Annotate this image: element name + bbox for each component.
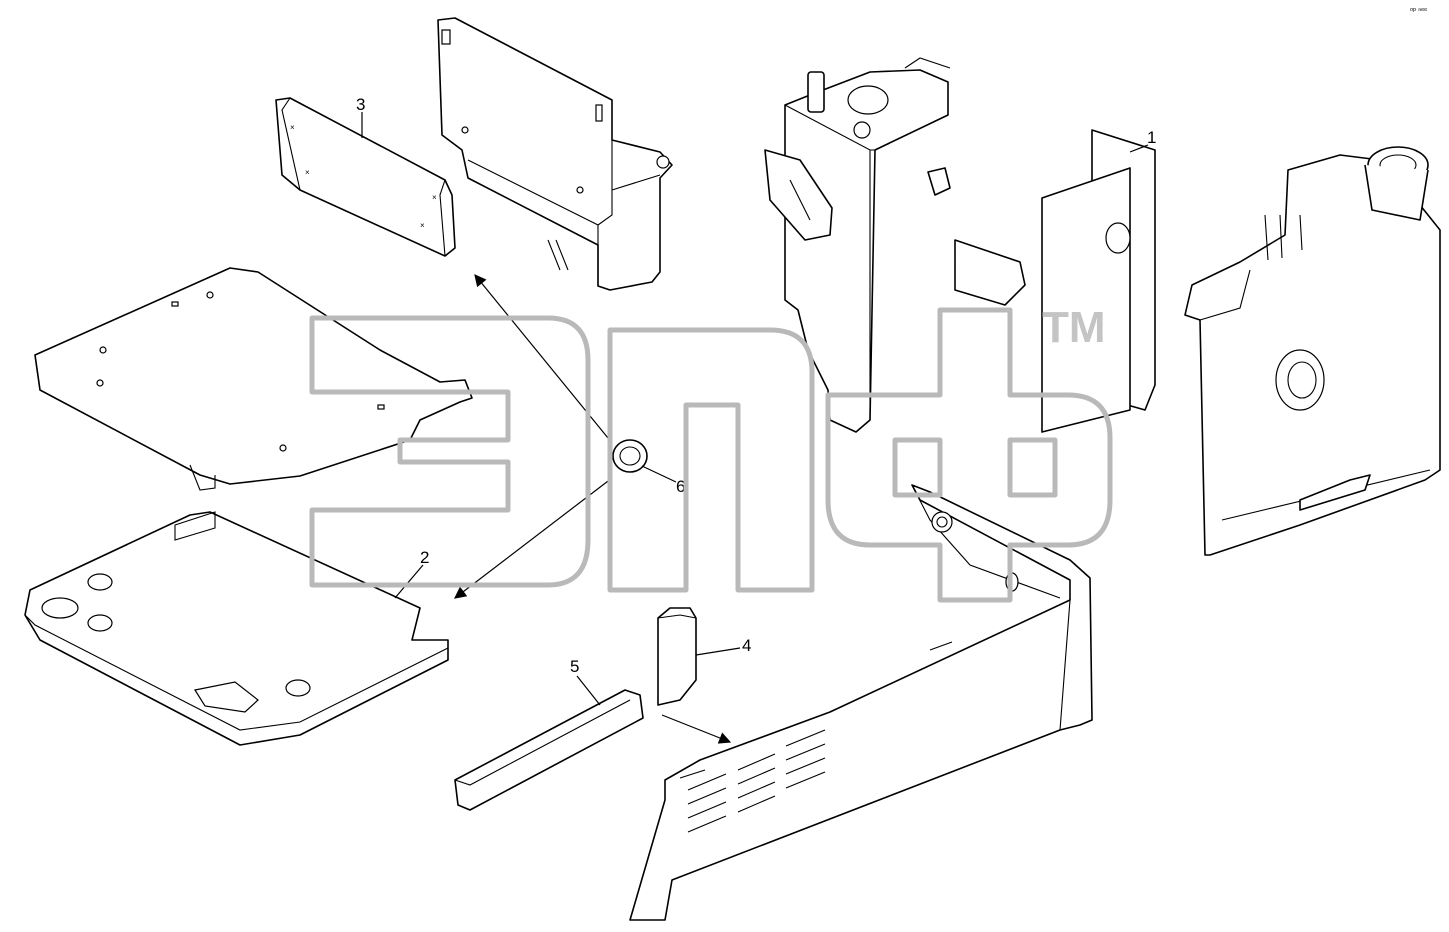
part-4-trim-block bbox=[657, 607, 697, 706]
seat-base-plate bbox=[34, 267, 473, 491]
part-6-grommet bbox=[612, 439, 648, 473]
callout-leaders bbox=[361, 112, 1149, 706]
callout-6: 6 bbox=[676, 477, 685, 496]
svg-text:×: × bbox=[432, 193, 437, 202]
steering-column-housing bbox=[764, 57, 1026, 433]
callout-5: 5 bbox=[570, 657, 579, 676]
callout-2: 2 bbox=[420, 548, 429, 567]
mounting-bracket bbox=[437, 17, 673, 291]
part-5-trim-strip bbox=[454, 689, 644, 811]
watermark-logo: TM bbox=[309, 303, 1113, 603]
reservoir-cover bbox=[1184, 146, 1441, 556]
chassis-shroud bbox=[629, 484, 1093, 921]
svg-text:×: × bbox=[305, 168, 310, 177]
part-1-cover-plate bbox=[1041, 129, 1156, 433]
watermark-trademark: TM bbox=[1042, 303, 1106, 352]
part-3-pad-panel: × × × × bbox=[275, 97, 456, 257]
callout-1: 1 bbox=[1147, 128, 1156, 147]
part-2-floor-plate bbox=[24, 511, 449, 746]
callout-3: 3 bbox=[356, 95, 365, 114]
corner-mark: ᵒᵖ ⁿᵉᵉ bbox=[1410, 6, 1427, 15]
svg-text:×: × bbox=[420, 221, 425, 230]
svg-text:×: × bbox=[290, 123, 295, 132]
callout-4: 4 bbox=[742, 636, 751, 655]
